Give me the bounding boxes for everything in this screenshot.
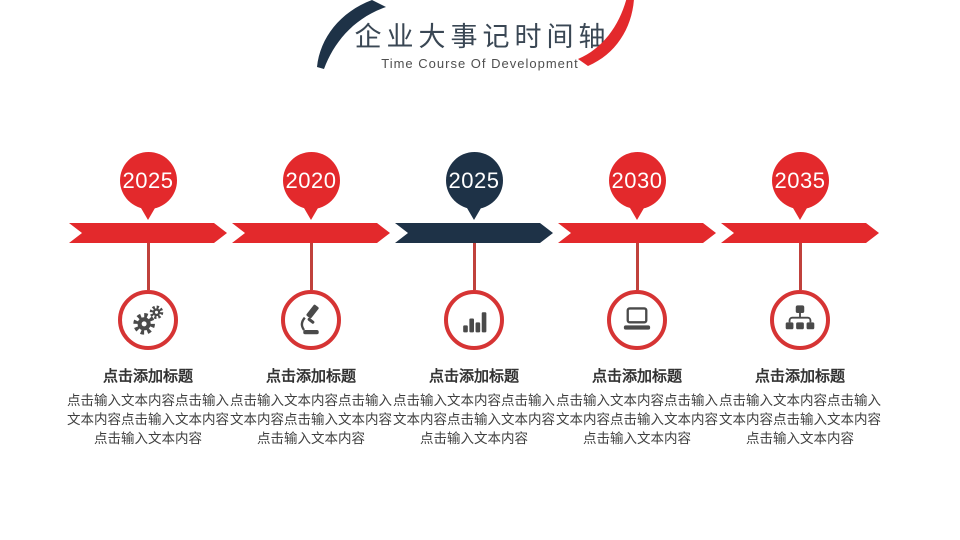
year-marker: 2025 — [119, 150, 177, 220]
year-balloon: 2035 — [771, 152, 829, 209]
page-subtitle: Time Course Of Development — [381, 56, 579, 71]
icon-circle — [770, 290, 830, 350]
year-marker: 2020 — [282, 150, 340, 220]
item-title-placeholder[interactable]: 点击添加标题 — [754, 368, 845, 385]
connector-line — [309, 243, 313, 290]
timeline-item: 2025 点击添加标题 点击输入文本内容点击输入文本内容点击输入文本内容点击输入… — [393, 150, 555, 448]
org-chart-icon — [785, 305, 815, 330]
balloon-tail — [467, 208, 481, 220]
balloon-tail — [304, 208, 318, 220]
item-title-placeholder[interactable]: 点击添加标题 — [428, 368, 519, 385]
year-label: 2020 — [285, 167, 337, 193]
connector-line — [146, 243, 150, 290]
bar-chart-icon — [463, 312, 487, 333]
item-title-placeholder[interactable]: 点击添加标题 — [265, 368, 356, 385]
timeline-item: 2025 点击添加标题 点击输入文本内容点击输入文本内容点击输入文本内容点击输入… — [67, 150, 229, 448]
item-body-placeholder[interactable]: 点击输入文本内容点击输入文本内容点击输入文本内容点击输入文本内容 — [393, 393, 555, 446]
year-label: 2025 — [448, 167, 500, 193]
connector-line — [635, 243, 639, 290]
microscope-icon — [300, 304, 319, 335]
item-body-placeholder[interactable]: 点击输入文本内容点击输入文本内容点击输入文本内容点击输入文本内容 — [67, 393, 229, 446]
slide-header: 企业大事记时间轴 Time Course Of Development — [0, 0, 960, 71]
year-marker: 2035 — [771, 150, 829, 220]
year-balloon: 2025 — [119, 152, 177, 209]
timeline-band-segment — [721, 223, 879, 243]
timeline-item: 2035 点击添加标题 点击输入文本内容点击输入文本内容点击输入文本内容点击输入… — [719, 150, 881, 448]
gears-icon — [133, 305, 164, 335]
icon-circle — [118, 290, 178, 350]
year-label: 2030 — [611, 167, 663, 193]
year-marker: 2030 — [608, 150, 666, 220]
timeline-band-segment — [395, 223, 553, 243]
year-balloon: 2020 — [282, 152, 340, 209]
timeline-band-segment — [69, 223, 227, 243]
year-marker: 2025 — [445, 150, 503, 220]
year-label: 2035 — [774, 167, 826, 193]
laptop-icon — [623, 307, 651, 330]
connector-line — [798, 243, 802, 290]
item-title-placeholder[interactable]: 点击添加标题 — [102, 368, 193, 385]
item-body-placeholder[interactable]: 点击输入文本内容点击输入文本内容点击输入文本内容点击输入文本内容 — [230, 393, 392, 446]
balloon-tail — [793, 208, 807, 220]
balloon-tail — [141, 208, 155, 220]
item-body-placeholder[interactable]: 点击输入文本内容点击输入文本内容点击输入文本内容点击输入文本内容 — [556, 393, 718, 446]
icon-circle — [281, 290, 341, 350]
connector-line — [472, 243, 476, 290]
year-balloon: 2025 — [445, 152, 503, 209]
timeline-item: 2030 点击添加标题 点击输入文本内容点击输入文本内容点击输入文本内容点击输入… — [556, 150, 718, 448]
item-body-placeholder[interactable]: 点击输入文本内容点击输入文本内容点击输入文本内容点击输入文本内容 — [719, 393, 881, 446]
timeline: 2025 点击添加标题 点击输入文本内容点击输入文本内容点击输入文本内容点击输入… — [67, 150, 881, 448]
timeline-band-segment — [558, 223, 716, 243]
icon-circle — [444, 290, 504, 350]
balloon-tail — [630, 208, 644, 220]
page-title: 企业大事记时间轴 — [354, 22, 611, 52]
item-title-placeholder[interactable]: 点击添加标题 — [591, 368, 682, 385]
year-balloon: 2030 — [608, 152, 666, 209]
year-label: 2025 — [122, 167, 174, 193]
timeline-band-segment — [232, 223, 390, 243]
icon-circle — [607, 290, 667, 350]
timeline-item: 2020 点击添加标题 点击输入文本内容点击输入文本内容点击输入文本内容点击输入… — [230, 150, 392, 448]
